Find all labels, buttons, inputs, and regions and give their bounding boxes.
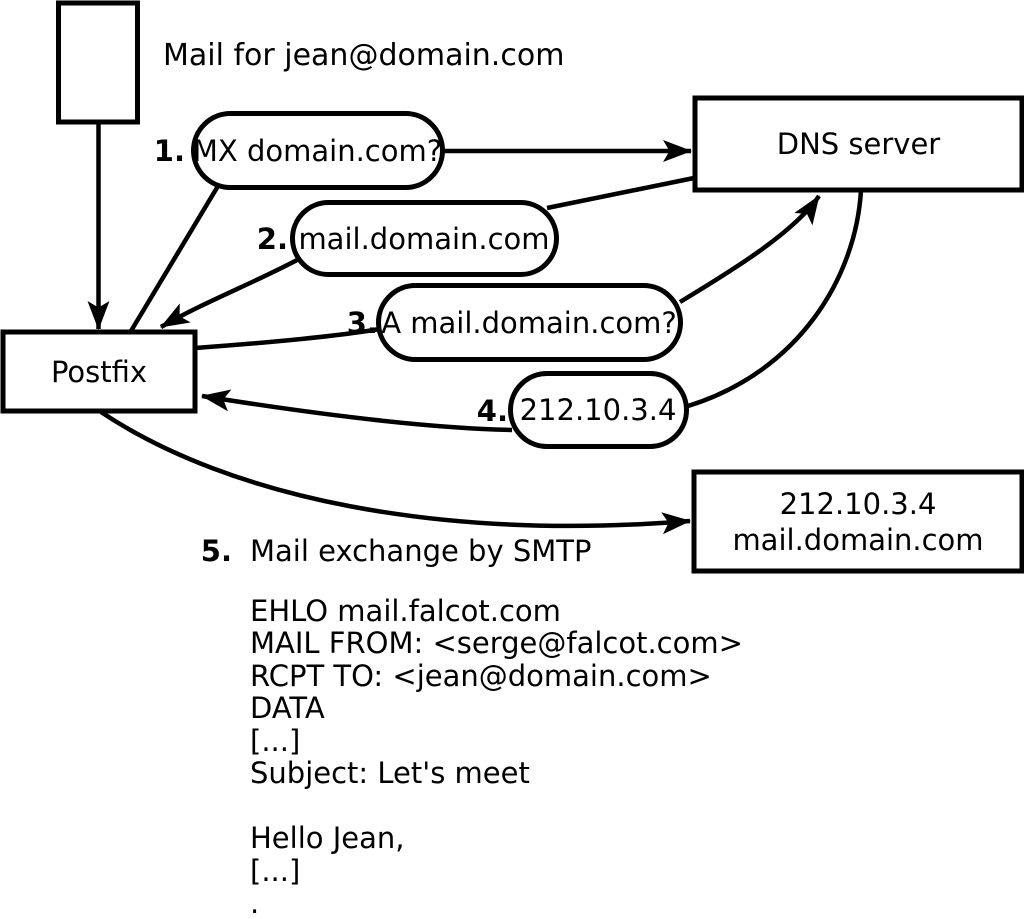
smtp-line-mail-from: MAIL FROM: <serge@falcot.com> <box>250 626 743 661</box>
arrow-step3-a-query-to-dns <box>678 194 821 304</box>
mail-exchanger-ip: 212.10.3.4 <box>779 486 937 521</box>
smtp-line-blank <box>250 790 743 822</box>
postfix-node-box <box>0 329 198 414</box>
step4-answer-pill <box>508 371 689 449</box>
mail-exchanger-node-box <box>691 469 1024 574</box>
step1-query-pill <box>191 111 445 190</box>
postfix-node-label: Postfix <box>50 354 148 389</box>
step3-query-label: A mail.domain.com? <box>381 305 677 340</box>
arrow-step2-reply-to-postfix <box>159 257 301 329</box>
line-step4-from-dns <box>687 189 864 409</box>
smtp-line-ehlo: EHLO mail.falcot.com <box>250 594 561 628</box>
smtp-line-ellipsis-1: [...] <box>250 723 301 758</box>
arrow-step5-smtp-to-mailserver <box>99 410 691 535</box>
step5-number: 5. <box>200 533 232 568</box>
mail-message-icon <box>56 0 140 125</box>
smtp-line-rcpt-to: RCPT TO: <jean@domain.com> <box>250 658 712 693</box>
smtp-line-data: DATA <box>250 691 325 726</box>
step5-caption: Mail exchange by SMTP <box>250 533 592 568</box>
step1-number: 1. <box>153 133 185 168</box>
smtp-line-end-dot: . <box>250 885 260 919</box>
step3-query-pill <box>376 283 683 362</box>
smtp-line-greeting: Hello Jean, <box>250 821 405 856</box>
mail-source-caption: Mail for jean@domain.com <box>163 38 565 73</box>
line-step2-from-dns <box>546 175 695 211</box>
dns-server-node-label: DNS server <box>776 127 941 161</box>
step2-number: 2. <box>256 221 288 256</box>
step4-answer-label: 212.10.3.4 <box>519 393 677 427</box>
smtp-transcript: EHLO mail.falcot.com MAIL FROM: <serge@f… <box>250 595 743 919</box>
step3-number: 3. <box>346 305 378 340</box>
mail-exchanger-hostname: mail.domain.com <box>732 522 984 557</box>
smtp-line-ellipsis-2: [...] <box>250 853 301 888</box>
dns-server-node-box <box>692 95 1024 193</box>
line-step3-from-postfix <box>194 326 381 351</box>
arrow-step4-reply-to-postfix <box>201 389 513 433</box>
step2-answer-label: mail.domain.com <box>298 221 550 256</box>
mail-exchanger-node-label: 212.10.3.4 mail.domain.com <box>694 472 1022 571</box>
line-step1-from-postfix <box>129 179 223 333</box>
step4-number: 4. <box>476 393 508 428</box>
smtp-line-subject: Subject: Let's meet <box>250 756 530 791</box>
step1-query-label: MX domain.com? <box>192 133 443 168</box>
step2-answer-pill <box>290 200 559 277</box>
